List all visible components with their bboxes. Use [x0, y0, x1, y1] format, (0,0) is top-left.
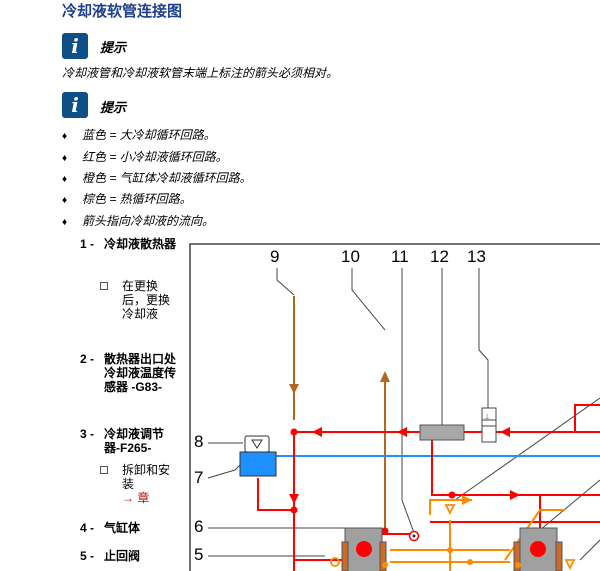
leader-13 [478, 268, 489, 408]
check-valve-icon [564, 559, 576, 571]
note-text: 冷却液管和冷却液软管末端上标注的箭头必须相对。 [62, 66, 339, 80]
tank-cap [244, 435, 270, 453]
diagram-label-12: 12 [430, 247, 449, 266]
junction-dot [381, 527, 389, 535]
arrow-left-icon [312, 427, 322, 437]
junction-dot [448, 491, 456, 499]
leader-lines [207, 268, 600, 561]
leader-11 [401, 268, 415, 534]
diagram-label-5: 5 [194, 545, 203, 564]
component-12 [419, 424, 465, 441]
leader-9 [276, 268, 295, 296]
orange-dot [330, 557, 340, 567]
bullet-item: ♦箭头指向冷却液的流向。 [62, 214, 215, 228]
diamond-bullet-icon: ♦ [62, 174, 68, 185]
tank-cap-icon [251, 439, 263, 449]
leader-10 [351, 268, 386, 331]
leader-7 [207, 464, 241, 479]
leader-right-3 [579, 539, 600, 561]
orange-dot [467, 559, 473, 565]
svg-text:⊥: ⊥ [484, 414, 490, 421]
arrow-left-icon [397, 427, 407, 437]
arrow-left-icon [500, 427, 510, 437]
orange-dot [447, 547, 453, 553]
diamond-bullet-icon: ♦ [62, 153, 68, 164]
diagram-label-8: 8 [194, 432, 203, 451]
arrow-right-icon [462, 495, 472, 505]
leader-right-1 [454, 397, 600, 501]
bullet-item: ♦红色 = 小冷却液循环回路。 [62, 150, 228, 164]
diagram-label-13: 13 [467, 247, 486, 266]
info-icon: i [62, 92, 88, 118]
junction-dot [290, 428, 298, 436]
diagram-label-9: 9 [270, 247, 279, 266]
page-title: 冷却液软管连接图 [62, 3, 183, 20]
arrow-down-icon [289, 494, 299, 504]
brown-circuit [293, 296, 386, 530]
diamond-bullet-icon: ♦ [62, 131, 68, 142]
arrow-down-icon [289, 384, 299, 394]
diagram-frame [189, 243, 600, 571]
diamond-bullet-icon: ♦ [62, 195, 68, 206]
note-label: 提示 [100, 100, 127, 115]
arrow-up-icon [380, 371, 390, 382]
note-label: 提示 [100, 40, 127, 55]
expansion-tank [239, 451, 277, 477]
diagram-label-11: 11 [391, 247, 409, 266]
junction-dot [290, 506, 298, 514]
diamond-bullet-icon: ♦ [62, 217, 68, 228]
bullet-item: ♦棕色 = 热循环回路。 [62, 192, 192, 206]
chapter-link[interactable]: → 章 [122, 491, 150, 505]
arrow-right-icon [510, 490, 520, 500]
bullet-item: ♦橙色 = 气缸体冷却液循环回路。 [62, 171, 252, 185]
diagram-label-6: 6 [194, 517, 203, 536]
check-valve-icon [444, 504, 456, 516]
info-icon: i [62, 33, 88, 59]
square-bullet-icon [100, 466, 108, 474]
square-bullet-icon [100, 282, 108, 290]
diagram-label-10: 10 [341, 247, 360, 266]
diagram-label-7: 7 [194, 468, 203, 487]
bullet-item: ♦蓝色 = 大冷却循环回路。 [62, 128, 216, 142]
